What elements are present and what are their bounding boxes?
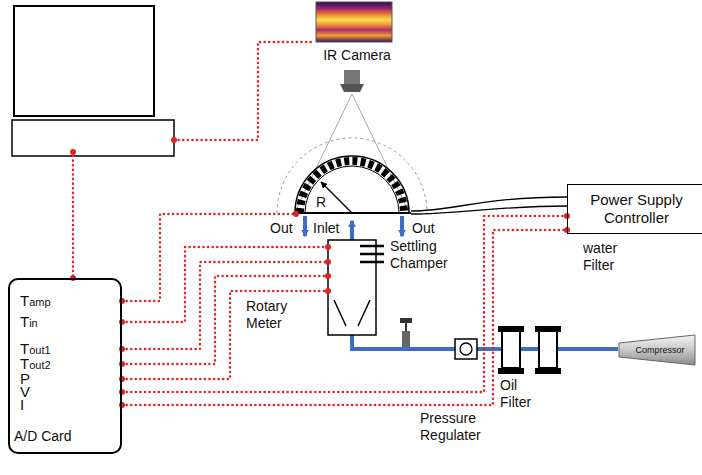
signal-wires [73,42,328,379]
wire-dot [293,211,299,217]
camera-body [344,70,360,84]
signal-wire [119,213,570,395]
valve-body [402,331,410,347]
computer-base [12,120,174,156]
card-name: A/D Card [14,428,72,445]
chamber-baffle [360,261,384,264]
device-label: IR Camera [310,47,404,64]
view-arc [277,138,427,213]
wire-dot [119,346,125,352]
part-label: water Filter [583,240,633,274]
thermal-image [316,2,392,42]
filter-cap [535,326,561,332]
wire-dot [119,389,125,395]
controller-box: Power Supply Controller [567,184,702,234]
wire-dot [325,244,331,250]
signal-wire [122,247,328,322]
signal-wire [122,214,296,301]
signal-wire [174,42,314,140]
oil-filter-body [502,330,520,368]
valve-handle [400,318,412,323]
node-text: Compressor [618,345,702,356]
wire-dot [119,361,125,367]
signal-wire [122,291,328,379]
regulator-gauge [460,343,472,355]
dimension-label: R [316,194,330,211]
chamber-baffle [360,245,384,248]
part-label: Pressure Regulater [420,410,510,444]
signal-wire [122,276,328,364]
regulator-box [455,339,477,359]
wire-dot [119,298,125,304]
chamber-baffle [360,253,384,256]
wire-dot [325,288,331,294]
node-text: Power Supply Controller [568,191,702,227]
outlet-arrow [303,216,307,236]
wire-path [122,216,567,392]
wire-dot [119,319,125,325]
test-section-outer [295,156,409,213]
part-label: Rotary Meter [246,298,306,332]
part-label: Settling Champer [390,238,462,272]
signal-wire [72,156,75,278]
air-pipe [352,335,618,349]
filter-cap [498,368,524,374]
power-cable [411,206,567,214]
filter-cap [535,368,561,374]
flow-label: Out [412,220,442,237]
heater-strips [300,161,404,213]
filter-cap [498,326,524,332]
valve-stem [405,323,407,331]
wire-dot [325,273,331,279]
chamber-cone [358,300,370,326]
monitor-screen [14,6,154,116]
wire-dot [119,376,125,382]
wire-dot [119,402,125,408]
chamber-cone [334,300,346,326]
water-filter-body [539,330,557,368]
signal-name: Tamp [20,293,51,310]
signal-name: Tin [20,314,38,331]
signal-name: I [20,397,24,414]
wire-dot [171,137,177,143]
compressor-shape: Compressor [618,334,702,366]
part-label: Oil Filter [500,377,546,411]
ad-card-box: TampTinTout1Tout2PVIA/D Card [8,278,122,454]
outlet-arrow [400,216,404,236]
inlet-arrow [350,221,354,240]
flow-label: Out [270,220,300,237]
wire-dot [70,149,76,155]
camera-lens [340,84,364,92]
wire-dot [325,259,331,265]
flow-label: Inlet [313,220,347,237]
wire-dots [70,137,331,382]
